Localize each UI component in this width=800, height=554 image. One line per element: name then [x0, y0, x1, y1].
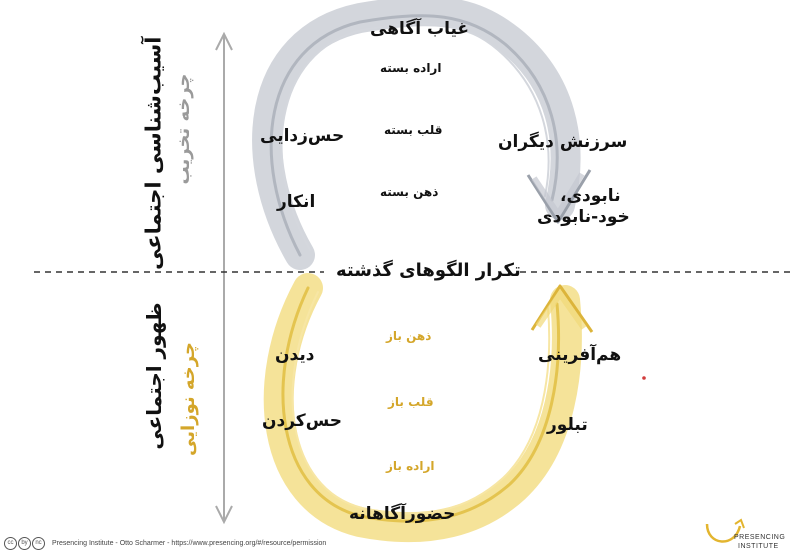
top-left-item: حس‌زدایی: [260, 126, 345, 146]
red-dot: [642, 376, 646, 380]
presencing-logo-arrow-icon: [734, 518, 745, 529]
bottom-center-item: ذهن باز: [386, 329, 432, 343]
license-cc-icon: cc: [4, 537, 17, 550]
bottom-cycle-arrowhead-icon: [530, 284, 594, 333]
bottom-center-item: قلب باز: [388, 395, 434, 409]
bottom-side-subtitle: چرخه نوزایی: [178, 342, 199, 456]
top-right-item: سرزنش دیگران: [498, 132, 628, 152]
axis-arrow-up-icon: [215, 31, 233, 51]
license-by-icon: by: [18, 537, 31, 550]
bottom-center-item: اراده باز: [386, 459, 435, 473]
presencing-logo-icon: [705, 523, 742, 543]
logo-line-2: INSTITUTE: [738, 543, 779, 550]
top-cycle-arrowhead-icon: [526, 169, 592, 224]
presencing-logo-text: PRESENCING INSTITUTE: [734, 533, 785, 551]
divider-label: تکرار الگوهای گذشته: [336, 260, 521, 281]
bottom-left-item: حس‌کردن: [262, 411, 342, 431]
top-center-item: ذهن بسته: [380, 185, 439, 199]
top-left-item: انکار: [277, 192, 316, 212]
bottom-left-item: دیدن: [275, 345, 315, 365]
footer-credit: Presencing Institute - Otto Scharmer - h…: [52, 540, 327, 547]
bottom-side-title: ظهور اجتماعی: [142, 302, 166, 450]
top-side-subtitle: چرخه تخریب: [173, 73, 194, 185]
top-cycle-arc: [252, 0, 581, 270]
bottom-right-item: تبلور: [547, 415, 588, 435]
top-cycle-arrowhead-fill: [531, 172, 585, 220]
top-center-item: قلب بسته: [384, 123, 443, 137]
license-nc-icon: nc: [32, 537, 45, 550]
bottom-cycle-arc: [263, 273, 582, 543]
top-center-item: اراده بسته: [380, 61, 442, 75]
axis-arrow-down-icon: [215, 505, 233, 525]
top-cycle-label-top: غیاب آگاهی: [370, 19, 470, 39]
bottom-cycle-arrowhead-fill: [535, 288, 587, 330]
bottom-cycle-label-bottom: حضورآگاهانه: [349, 504, 456, 524]
top-right-item: نابودی،: [560, 186, 621, 206]
bottom-right-item: هم‌آفرینی: [538, 345, 622, 365]
logo-line-1: PRESENCING: [734, 534, 786, 541]
top-right-item: خود-نابودی: [537, 207, 630, 227]
top-side-title: آسیب‌شناسی اجتماعی: [141, 36, 166, 270]
